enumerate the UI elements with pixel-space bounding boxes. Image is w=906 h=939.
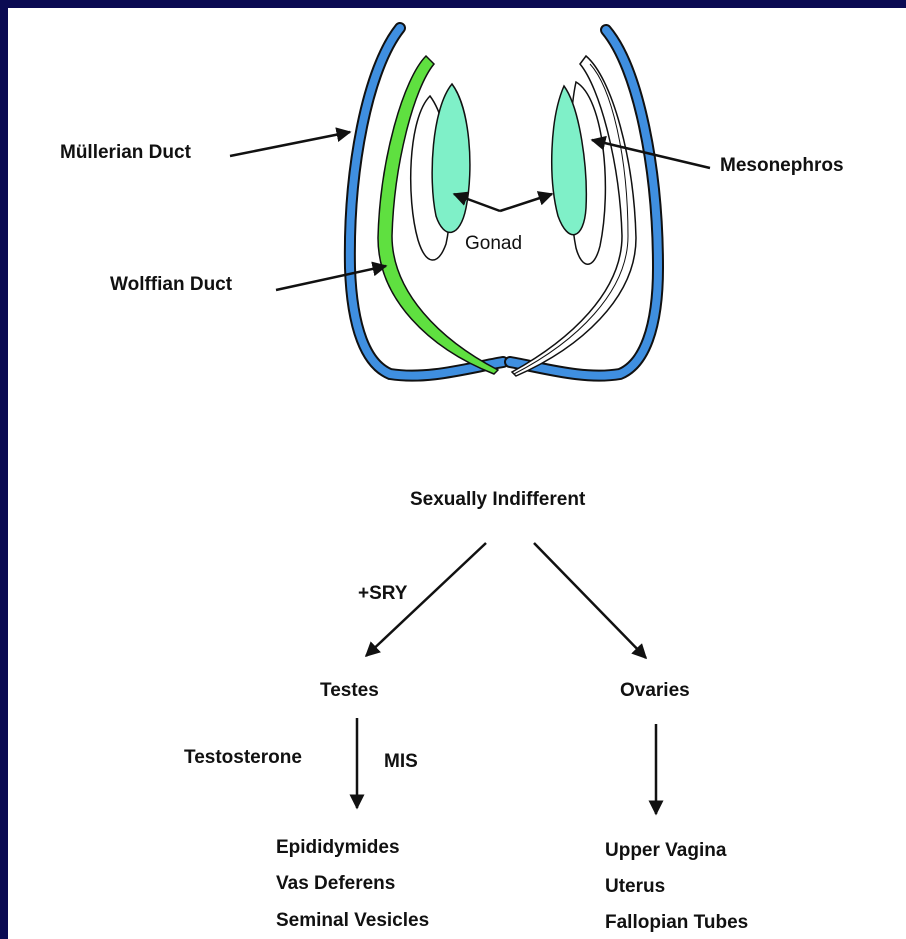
left-gonad (432, 84, 470, 232)
ovaries-label: Ovaries (620, 680, 690, 701)
male-outcome-2: Vas Deferens (276, 873, 395, 894)
mis-label: MIS (384, 751, 418, 772)
mullerian-duct-label: Müllerian Duct (60, 142, 192, 163)
sry-label: +SRY (358, 583, 408, 604)
female-outcome-2: Uterus (605, 876, 665, 897)
gonad-arrow-right (500, 194, 552, 211)
testes-label: Testes (320, 680, 379, 701)
gonad-label: Gonad (465, 233, 522, 254)
differentiation-flow: Sexually Indifferent +SRY Testes Ovaries… (184, 489, 748, 933)
female-outcome-1: Upper Vagina (605, 840, 727, 861)
urogenital-ridge-drawing: Müllerian Duct Wolffian Duct Mesonephros… (60, 28, 844, 376)
testosterone-label: Testosterone (184, 747, 302, 768)
sexually-indifferent-label: Sexually Indifferent (410, 489, 586, 510)
wolffian-duct-label: Wolffian Duct (110, 274, 233, 295)
male-outcome-3: Seminal Vesicles (276, 910, 429, 931)
mesonephros-label: Mesonephros (720, 155, 844, 176)
female-outcome-3: Fallopian Tubes (605, 912, 748, 933)
diagram-slide: Müllerian Duct Wolffian Duct Mesonephros… (8, 8, 906, 939)
mullerian-arrow (230, 132, 350, 156)
male-outcome-1: Epididymides (276, 837, 400, 858)
diagram-canvas: Müllerian Duct Wolffian Duct Mesonephros… (8, 8, 906, 939)
arrow-to-ovaries (534, 543, 646, 658)
wolffian-arrow (276, 266, 386, 290)
